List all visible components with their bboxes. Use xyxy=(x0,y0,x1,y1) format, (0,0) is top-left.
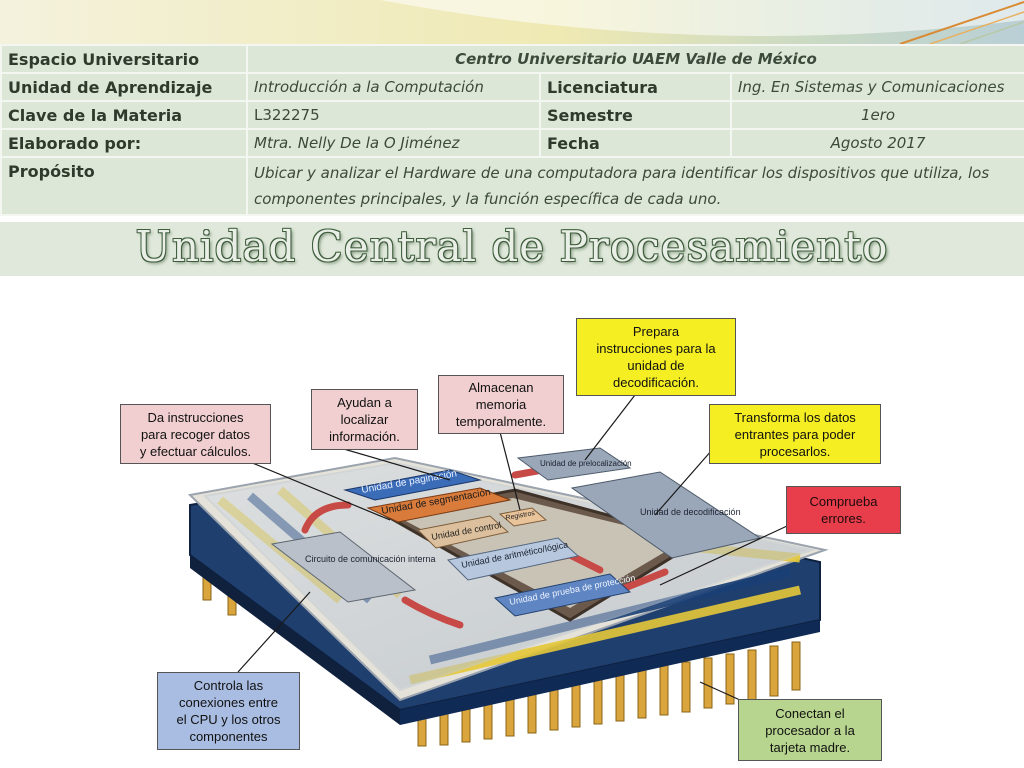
value-unidad: Introducción a la Computación xyxy=(246,72,541,102)
block-label-circuito: Circuito de comunicación interna xyxy=(305,554,436,564)
block-control: Unidad de control xyxy=(416,515,510,549)
callout-controla: Controla las conexiones entre el CPU y l… xyxy=(157,672,300,750)
decorative-swoosh xyxy=(380,0,1024,44)
value-licenciatura: Ing. En Sistemas y Comunicaciones xyxy=(730,72,1024,102)
course-info-table: Espacio Universitario Centro Universitar… xyxy=(0,44,1024,216)
callout-comprueba: Comprueba errores. xyxy=(786,486,901,534)
callout-localizar: Ayudan a localizar información. xyxy=(311,389,418,450)
title-band xyxy=(0,222,1024,276)
value-semestre: 1ero xyxy=(730,100,1024,130)
leader-lines xyxy=(237,394,801,701)
slide-title: Unidad Central de Procesamiento xyxy=(135,222,889,271)
value-proposito: Ubicar y analizar el Hardware de una com… xyxy=(246,156,1024,216)
label-unidad: Unidad de Aprendizaje xyxy=(0,72,248,102)
label-licenciatura: Licenciatura xyxy=(539,72,732,102)
block-circuito: Circuito de comunicación interna xyxy=(270,531,436,603)
label-espacio: Espacio Universitario xyxy=(0,44,248,74)
callout-conectan: Conectan el procesador a la tarjeta madr… xyxy=(738,699,882,761)
cpu-diagram: Unidad de paginación Unidad de segmentac… xyxy=(187,394,829,747)
cpu-pins xyxy=(202,569,801,747)
block-prelocalizacion: Unidad de prelocalización xyxy=(516,447,632,481)
callout-transforma: Transforma los datos entrantes para pode… xyxy=(709,404,881,464)
label-elaborado: Elaborado por: xyxy=(0,128,248,158)
callout-instrucciones: Da instrucciones para recoger datos y ef… xyxy=(120,404,271,464)
value-elaborado: Mtra. Nelly De la O Jiménez xyxy=(246,128,541,158)
table-row: Unidad de Aprendizaje Introducción a la … xyxy=(0,72,1024,102)
value-fecha: Agosto 2017 xyxy=(730,128,1024,158)
callout-almacenan: Almacenan memoria temporalmente. xyxy=(438,375,564,434)
value-clave: L322275 xyxy=(246,100,541,130)
table-row: Propósito Ubicar y analizar el Hardware … xyxy=(0,156,1024,216)
block-registros: Registros xyxy=(498,507,548,527)
table-row: Elaborado por: Mtra. Nelly De la O Jimén… xyxy=(0,128,1024,158)
label-semestre: Semestre xyxy=(539,100,732,130)
value-espacio: Centro Universitario UAEM Valle de Méxic… xyxy=(246,44,1024,74)
table-row: Clave de la Materia L322275 Semestre 1er… xyxy=(0,100,1024,130)
callout-prepara: Prepara instrucciones para la unidad de … xyxy=(576,318,736,396)
label-proposito: Propósito xyxy=(0,156,248,216)
block-label-decodificacion: Unidad de decodificación xyxy=(640,507,741,517)
block-label-prelocalizacion: Unidad de prelocalización xyxy=(540,459,632,468)
label-clave: Clave de la Materia xyxy=(0,100,248,130)
label-fecha: Fecha xyxy=(539,128,732,158)
table-row: Espacio Universitario Centro Universitar… xyxy=(0,44,1024,74)
